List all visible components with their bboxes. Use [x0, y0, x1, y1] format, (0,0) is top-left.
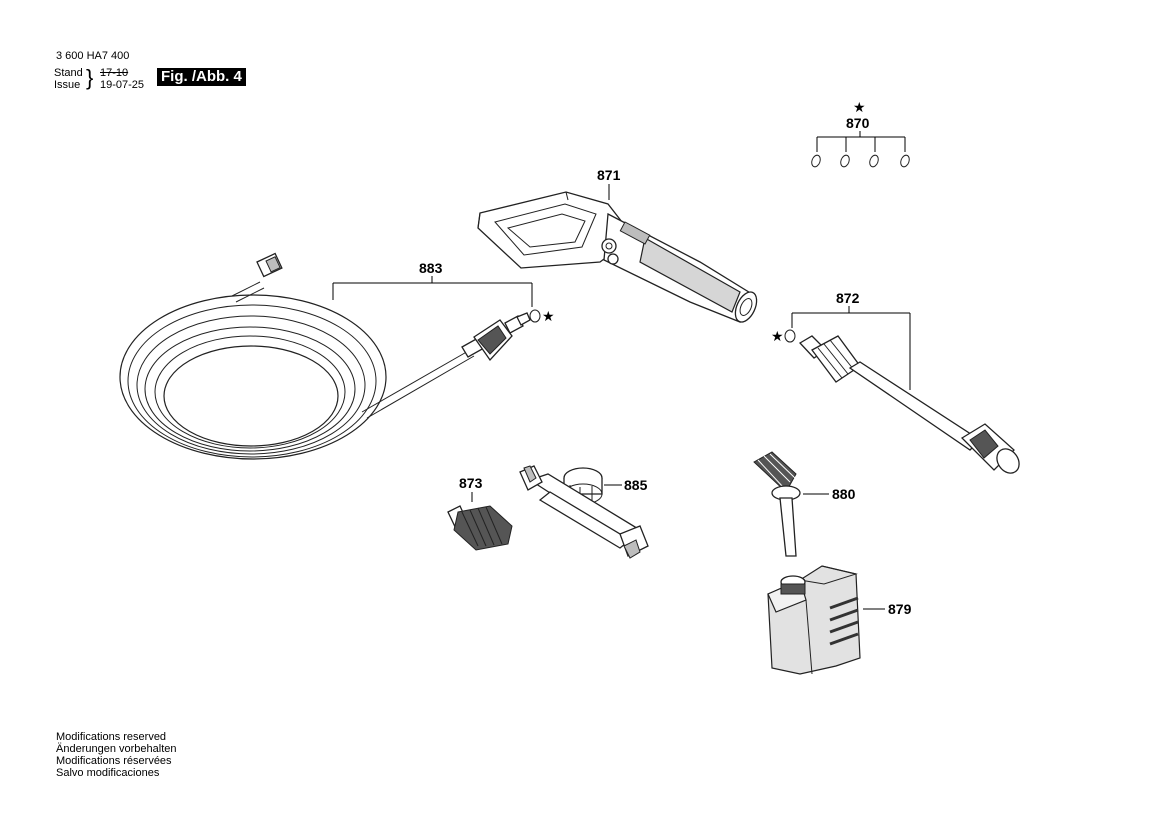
star-mark-883: ★	[542, 309, 555, 325]
part-label-879: 879	[888, 601, 912, 617]
part-880-detergent-fitting: 880	[753, 451, 856, 557]
footer-line-en: Modifications reserved	[56, 731, 167, 743]
part-label-880: 880	[832, 486, 856, 502]
part-870-o-rings: ★ 870	[811, 100, 910, 168]
stand-value: 17-10	[100, 67, 129, 79]
o-ring-icon	[840, 154, 850, 168]
part-label-885: 885	[624, 477, 648, 493]
part-885-patio-cleaner: 885	[519, 465, 649, 559]
doc-number: 3 600 HA7 400	[56, 50, 130, 62]
part-879-detergent-tank: 879	[767, 565, 912, 675]
part-871-trigger-gun: 871	[477, 167, 758, 323]
footer-line-de: Änderungen vorbehalten	[56, 743, 177, 755]
part-label-870: 870	[846, 115, 870, 131]
o-ring-icon	[869, 154, 879, 168]
part-872-lance: 872 ★	[771, 290, 1020, 474]
part-label-873: 873	[459, 475, 483, 491]
stand-label: Stand	[54, 67, 83, 79]
part-label-872: 872	[836, 290, 860, 306]
figure-badge: Fig. /Abb. 4	[157, 68, 246, 86]
part-label-871: 871	[597, 167, 621, 183]
header-brace: }	[86, 65, 94, 90]
o-ring-icon	[784, 329, 796, 343]
o-ring-icon	[529, 309, 541, 323]
part-873-nozzle: 873	[447, 475, 513, 551]
issue-label: Issue	[54, 79, 81, 91]
o-ring-icon	[811, 154, 821, 168]
star-mark-870: ★	[853, 100, 866, 116]
footer-line-fr: Modifications réservées	[56, 755, 172, 767]
part-label-883: 883	[419, 260, 443, 276]
star-mark-872: ★	[771, 329, 784, 345]
issue-value: 19-07-25	[100, 79, 145, 91]
part-883-hose: 883 ★	[119, 252, 555, 460]
footer-line-es: Salvo modificaciones	[56, 767, 160, 779]
footer-notes: Modifications reserved Änderungen vorbeh…	[56, 731, 176, 779]
o-ring-icon	[900, 154, 910, 168]
